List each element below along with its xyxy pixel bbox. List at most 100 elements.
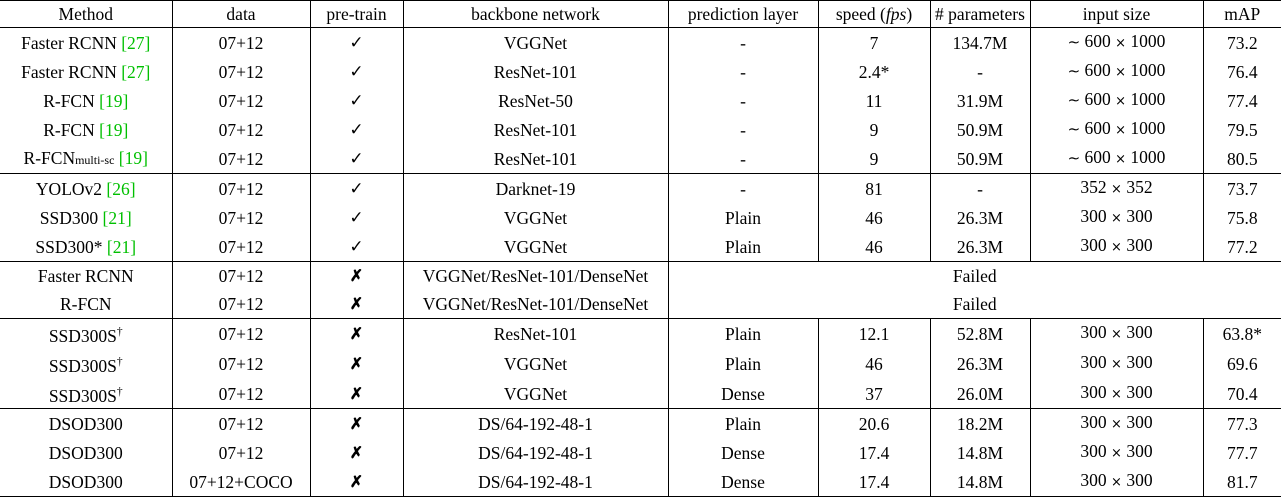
cell-backbone: ResNet-101 — [402, 115, 668, 144]
input-size-value: 600 — [1084, 147, 1111, 167]
header-row: Method data pre-train backbone network p… — [0, 0, 1281, 28]
times-symbol: × — [1115, 65, 1127, 80]
cell-prediction-layer: Plain — [667, 348, 818, 379]
cell-pretrain: ✗ — [309, 378, 403, 410]
cell-speed: 12.1 — [817, 318, 930, 349]
cross-icon: ✗ — [349, 444, 364, 462]
cell-method: SSD300 [21] — [0, 203, 172, 232]
cell-method: SSD300* [21] — [0, 232, 172, 262]
cell-backbone: VGGNet — [402, 378, 668, 410]
cell-parameters: - — [929, 57, 1030, 86]
times-symbol: × — [1115, 94, 1127, 109]
cell-parameters: 26.3M — [929, 232, 1030, 262]
cell-input-size: 300 × 300 — [1029, 408, 1203, 439]
method-name: SSD300S — [48, 385, 117, 406]
cell-prediction-layer: Dense — [667, 438, 818, 468]
citation-link[interactable]: [19] — [114, 147, 148, 168]
input-size-value: 300 — [1080, 382, 1107, 403]
cell-pretrain: ✓ — [309, 232, 403, 262]
cell-pretrain: ✗ — [309, 467, 403, 497]
cell-map: 70.4 — [1202, 378, 1281, 410]
cell-failed-status: Failed — [667, 290, 1281, 319]
times-symbol: × — [1111, 475, 1122, 491]
cell-map: 79.5 — [1202, 115, 1281, 144]
cell-prediction-layer: - — [667, 173, 818, 203]
cell-parameters: 52.8M — [929, 318, 1030, 349]
citation-link[interactable]: [27] — [116, 61, 151, 82]
method-name: SSD300* — [35, 236, 103, 257]
cell-backbone: DS/64-192-48-1 — [402, 408, 668, 439]
cell-input-size: ∼ 600 × 1000 — [1029, 115, 1203, 144]
cell-pretrain: ✗ — [309, 318, 403, 349]
times-symbol: × — [1111, 357, 1122, 373]
citation-link[interactable]: [21] — [102, 236, 137, 257]
input-size-value: 300 — [1080, 235, 1107, 255]
times-symbol: × — [1111, 182, 1122, 197]
col-header-speed: speed (fps) — [817, 0, 930, 28]
cell-input-size: 300 × 300 — [1029, 378, 1203, 410]
method-name: DSOD300 — [48, 442, 123, 463]
input-size-value: 1000 — [1130, 31, 1166, 51]
speed-label-main: speed ( — [835, 4, 886, 24]
cell-pretrain: ✓ — [309, 144, 403, 174]
input-size-value: 1000 — [1130, 147, 1166, 167]
times-symbol: × — [1111, 327, 1122, 343]
cell-data: 07+12 — [171, 438, 310, 468]
method-name: Faster RCNN — [37, 266, 134, 286]
cell-backbone: VGGNet — [402, 348, 668, 379]
cell-parameters: 18.2M — [929, 408, 1030, 439]
speed-label-unit: fps — [885, 4, 907, 24]
times-symbol: × — [1115, 36, 1127, 51]
cell-prediction-layer: - — [667, 115, 818, 144]
citation-link[interactable]: [21] — [98, 207, 132, 228]
cell-prediction-layer: Plain — [667, 318, 818, 349]
check-icon: ✓ — [349, 62, 364, 81]
cell-prediction-layer: - — [667, 144, 818, 174]
cell-pretrain: ✓ — [309, 57, 403, 86]
check-icon: ✓ — [349, 179, 364, 198]
cell-pretrain: ✗ — [309, 348, 403, 379]
cell-map: 77.7 — [1202, 438, 1281, 468]
citation-link[interactable]: [26] — [102, 178, 136, 199]
cell-parameters: 26.3M — [929, 203, 1030, 232]
cell-data: 07+12+COCO — [171, 467, 310, 497]
method-name: R-FCN — [43, 90, 95, 111]
cell-speed: 11 — [817, 86, 930, 115]
times-symbol: × — [1115, 152, 1127, 167]
cell-data: 07+12 — [171, 232, 310, 262]
cell-speed: 37 — [817, 378, 930, 410]
times-symbol: × — [1111, 211, 1122, 226]
cell-method: SSD300S† — [0, 378, 172, 410]
cell-speed: 9 — [817, 115, 930, 144]
cell-data: 07+12 — [171, 408, 310, 439]
col-header-prediction-layer: prediction layer — [667, 0, 818, 28]
cell-pretrain: ✗ — [309, 438, 403, 468]
cell-input-size: 352 × 352 — [1029, 173, 1203, 203]
cell-map: 77.4 — [1202, 86, 1281, 115]
times-symbol: × — [1111, 417, 1122, 433]
cell-input-size: ∼ 600 × 1000 — [1029, 27, 1203, 57]
cell-speed: 17.4 — [817, 438, 930, 468]
method-name: Faster RCNN — [21, 32, 117, 53]
input-size-value: 300 — [1080, 470, 1107, 491]
cell-pretrain: ✗ — [309, 408, 403, 439]
cell-method: SSD300S† — [0, 349, 172, 379]
cell-map: 76.4 — [1202, 57, 1281, 86]
cell-backbone: ResNet-101 — [402, 318, 668, 349]
cell-pretrain: ✓ — [309, 203, 403, 232]
input-size-value: 300 — [1126, 412, 1153, 433]
cell-map: 81.7 — [1202, 467, 1281, 497]
citation-link[interactable]: [19] — [94, 90, 129, 111]
input-size-value: 300 — [1080, 322, 1107, 343]
citation-link[interactable]: [19] — [94, 119, 129, 140]
method-name: SSD300 — [39, 207, 99, 228]
cell-backbone: Darknet-19 — [402, 173, 668, 203]
approx-symbol: ∼ — [1067, 120, 1081, 138]
speed-label-tail: ) — [906, 4, 913, 24]
cell-method: YOLOv2 [26] — [0, 174, 172, 204]
cell-method: DSOD300 — [0, 467, 172, 497]
cell-backbone: ResNet-50 — [402, 86, 668, 115]
citation-link[interactable]: [27] — [116, 32, 151, 53]
